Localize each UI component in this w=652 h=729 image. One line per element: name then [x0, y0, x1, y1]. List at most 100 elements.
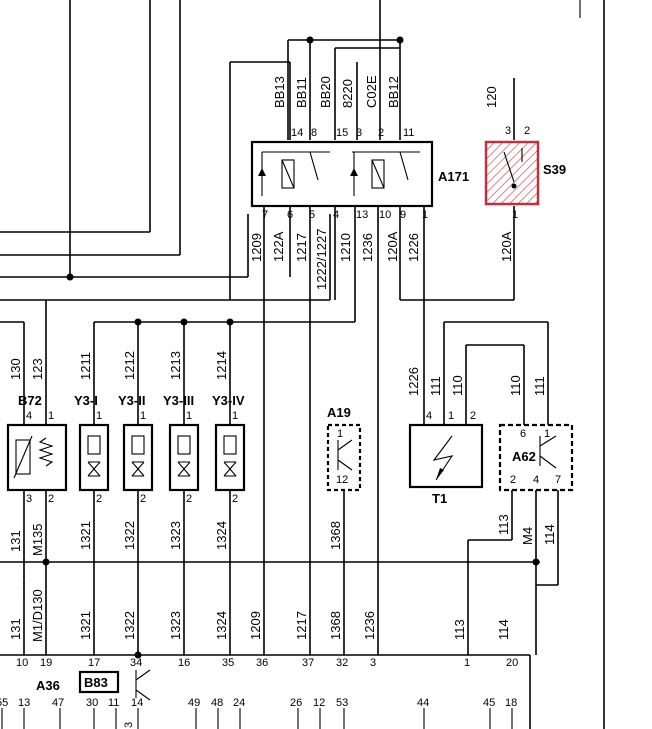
- component-label: A171: [438, 169, 469, 184]
- wire-label: 120A: [499, 231, 514, 262]
- pin-number: 4: [26, 410, 32, 422]
- pin-number: 2: [186, 493, 192, 505]
- wire-label: 110: [508, 375, 523, 396]
- pin-number: 2: [470, 410, 476, 422]
- pin-number: 3: [123, 722, 135, 728]
- wire-label: 113: [496, 514, 511, 535]
- wire-label: 123: [30, 358, 45, 380]
- pin-number: 44: [417, 697, 429, 709]
- wire-label: C02E: [364, 75, 379, 108]
- pin-number: 45: [483, 697, 495, 709]
- pin-number: 12: [336, 474, 348, 486]
- pin-number: 5: [309, 209, 315, 221]
- pin-number: 12: [313, 697, 325, 709]
- wire-label: 1236: [362, 611, 377, 640]
- pin-number: 2: [48, 493, 54, 505]
- pin-number: 4: [533, 474, 539, 486]
- wire-label: 114: [496, 619, 511, 640]
- wire-label: 1368: [328, 611, 343, 640]
- pin-number: 1: [337, 428, 343, 440]
- pin-number: 16: [178, 657, 190, 669]
- pin-number: 34: [130, 657, 142, 669]
- wire-label: 1210: [338, 233, 353, 262]
- wire-label: 1322: [122, 521, 137, 550]
- pin-number: 10: [16, 657, 28, 669]
- wire-label: 1322: [122, 611, 137, 640]
- pin-number: 36: [256, 657, 268, 669]
- switch-s39: [484, 140, 540, 206]
- wire-label: 131: [8, 530, 23, 552]
- pin-number: 2: [510, 474, 516, 486]
- wire-label: 1214: [214, 351, 229, 380]
- pin-number: 13: [356, 209, 368, 221]
- wire-label: M1/D130: [30, 589, 45, 642]
- pin-number: 4: [333, 209, 339, 221]
- pin-number: 1: [140, 410, 146, 422]
- component-label: Y3-III: [163, 393, 194, 408]
- pin-number: 37: [302, 657, 314, 669]
- pin-number: 18: [505, 697, 517, 709]
- pin-number: 53: [336, 697, 348, 709]
- pin-number: 13: [18, 697, 30, 709]
- component-label: S39: [543, 162, 566, 177]
- wire-label: 122A: [271, 231, 286, 262]
- pin-number: 49: [188, 697, 200, 709]
- pin-number: 10: [379, 209, 391, 221]
- pin-number: 9: [400, 209, 406, 221]
- ignition-coil-t1: [408, 423, 484, 489]
- pin-number: 19: [40, 657, 52, 669]
- wire-label: BB13: [272, 76, 287, 108]
- component-label: B72: [18, 393, 42, 408]
- wire-label: 111: [532, 376, 547, 396]
- wire-label: BB12: [386, 76, 401, 108]
- wire-label: BB20: [318, 76, 333, 108]
- pin-number: 17: [88, 657, 100, 669]
- pin-number: 1: [422, 209, 428, 221]
- pin-number: 35: [222, 657, 234, 669]
- pin-number: 1: [544, 428, 550, 440]
- pin-number: 14: [131, 697, 143, 709]
- wire-label: 1211: [78, 352, 93, 380]
- relay-module-a171: [250, 140, 434, 208]
- component-label: B83: [84, 675, 108, 690]
- wire-label: 1222/1227: [314, 229, 329, 290]
- wire-label: M4: [520, 527, 535, 545]
- pin-number: 20: [506, 657, 518, 669]
- component-label: A36: [36, 678, 60, 693]
- wire-label: 1217: [294, 233, 309, 262]
- wire-label: 1323: [168, 611, 183, 640]
- pin-number: 11: [403, 127, 414, 139]
- wire-label: 8220: [340, 79, 355, 108]
- pin-number: 47: [52, 697, 64, 709]
- component-a62: [498, 423, 574, 492]
- pin-number: 48: [211, 697, 223, 709]
- pin-number: 3: [370, 657, 376, 669]
- pin-number: 1: [96, 410, 102, 422]
- wire-label: M135: [30, 523, 45, 556]
- wire-label: 1323: [168, 521, 183, 550]
- pin-number: 6: [520, 428, 526, 440]
- wire-label: 1324: [214, 611, 229, 640]
- pin-number: 3: [505, 125, 511, 137]
- component-label: A19: [327, 405, 351, 420]
- wire-label: 1209: [249, 233, 264, 262]
- pin-number: 1: [232, 410, 238, 422]
- wire-label: 110: [450, 375, 465, 396]
- pin-number: 6: [287, 209, 293, 221]
- pin-number: 15: [336, 127, 348, 139]
- wire-label: 1217: [294, 611, 309, 640]
- junction-dots: [42, 36, 540, 659]
- wire-label: 1226: [406, 367, 421, 396]
- wire-label: 1236: [360, 233, 375, 262]
- component-label: T1: [432, 491, 447, 506]
- pin-number: 7: [555, 474, 561, 486]
- pin-number: 2: [232, 493, 238, 505]
- injector-group: [78, 423, 246, 492]
- pin-number: 4: [426, 410, 432, 422]
- wire-label: 130: [8, 358, 23, 380]
- wire-label: 114: [542, 524, 557, 545]
- wire-label: BB11: [294, 77, 309, 108]
